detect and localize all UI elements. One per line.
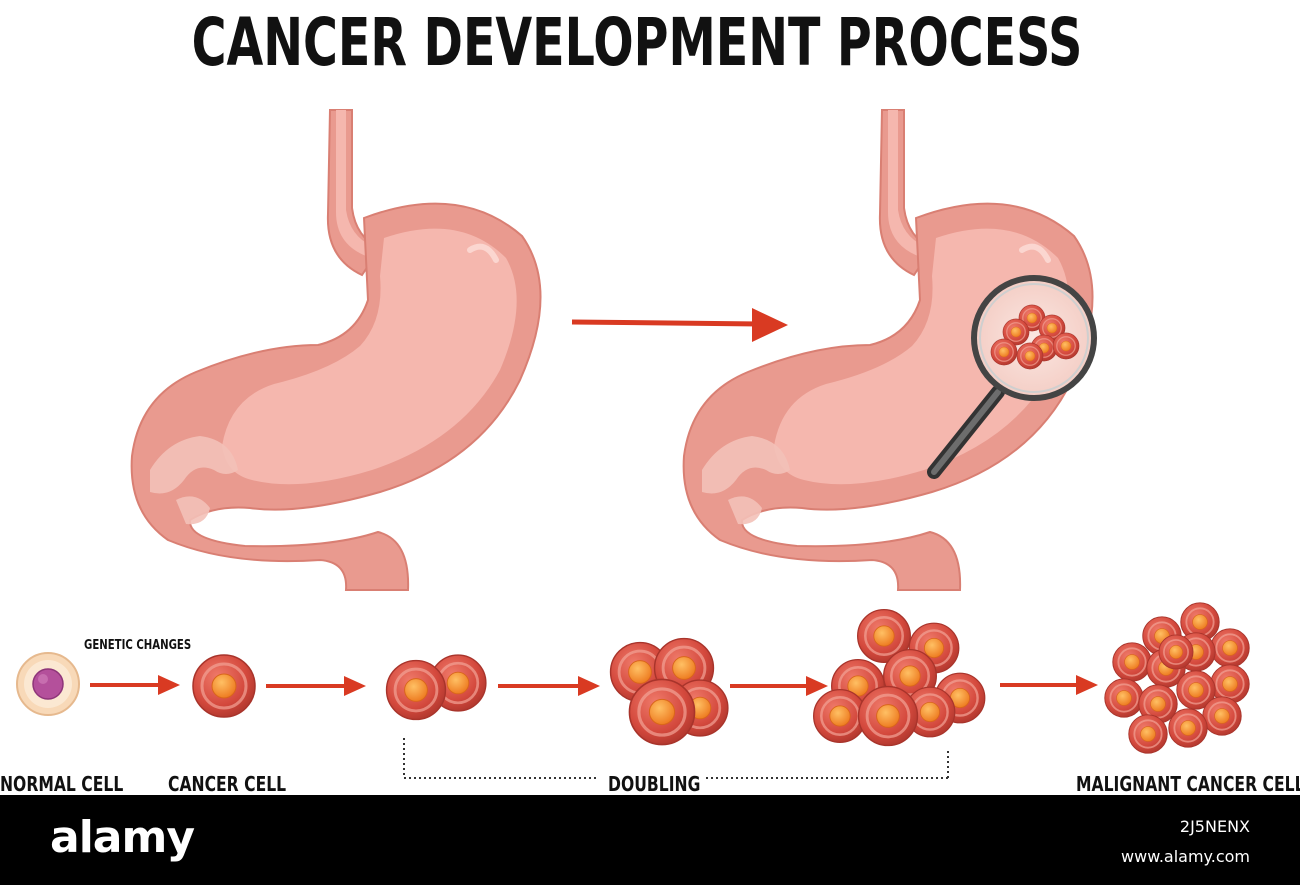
magnifier-icon <box>927 275 1097 479</box>
single-cancer-cell <box>191 653 257 719</box>
malignant-cell-mass <box>1103 601 1251 755</box>
diagram-canvas <box>16 0 1251 779</box>
genetic-changes-label: GENETIC CHANGES <box>84 638 192 653</box>
doubling-label: DOUBLING <box>608 772 701 796</box>
normal-stomach <box>132 110 541 590</box>
step-arrow-4 <box>730 676 828 696</box>
step-arrow-3 <box>498 676 600 696</box>
eight-cell-cluster <box>812 608 986 747</box>
step-arrow-1 <box>90 675 180 695</box>
two-cell-cluster <box>385 653 488 721</box>
step-arrow-2 <box>266 676 366 696</box>
image-id-text: 2J5NENX <box>1179 817 1250 836</box>
normal-cell <box>16 652 80 716</box>
footer-url-text: www.alamy.com <box>1121 847 1250 866</box>
alamy-logo: alamy <box>50 812 195 863</box>
four-cell-cluster <box>609 637 730 747</box>
step-arrow-5 <box>1000 675 1098 695</box>
stock-footer-bar: alamy 2J5NENX www.alamy.com <box>0 795 1300 885</box>
diagram-title: CANCER DEVELOPMENT PROCESS <box>191 4 1083 81</box>
malignant-cells-label: MALIGNANT CANCER CELLS <box>1076 772 1300 796</box>
doubling-bracket <box>403 738 949 779</box>
normal-cell-label: NORMAL CELL <box>0 772 124 796</box>
cancer-cell-label: CANCER CELL <box>168 772 287 796</box>
progression-arrow <box>571 308 788 342</box>
